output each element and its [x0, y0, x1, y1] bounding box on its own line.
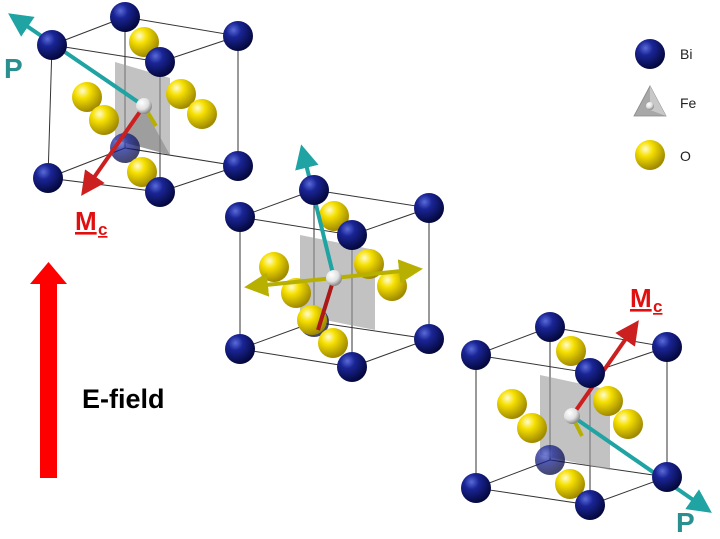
gray-tetrahedron-icon: [633, 85, 667, 117]
bi-atom: [535, 445, 565, 475]
o-rotation-arrow-left: [244, 272, 335, 297]
legend: Bi Fe O: [633, 39, 697, 170]
p-label-bottom: P: [676, 507, 695, 538]
unit-cell-bottom-right: [461, 312, 712, 520]
unit-cell-top-left: [8, 2, 253, 207]
bi-atoms: [225, 175, 444, 382]
p-arrow-bottom: [570, 414, 712, 513]
fe-atom: [564, 408, 580, 424]
p-label-top: P: [4, 53, 23, 84]
mc-label-bottom-sub: c: [653, 297, 662, 316]
mc-label-top-sub: c: [98, 220, 107, 239]
bi-atoms: [33, 2, 253, 207]
p-arrow-top: [8, 13, 146, 108]
bi-atoms: [461, 312, 682, 520]
efield-label: E-field: [82, 384, 165, 414]
legend-fe-label: Fe: [680, 95, 697, 111]
unit-cell-middle: [225, 144, 444, 382]
blue-sphere-icon: [635, 39, 665, 69]
efield-arrow: [30, 262, 67, 478]
mc-label-bottom-main: M: [630, 283, 652, 313]
mc-label-bottom: M c: [630, 283, 662, 316]
o-rotation-arrow-right: [333, 259, 423, 284]
o-atoms: [259, 201, 407, 358]
mc-arrow-middle: [316, 277, 336, 331]
legend-o-label: O: [680, 148, 691, 164]
mc-label-top-main: M: [75, 206, 97, 236]
yellow-sphere-icon: [635, 140, 665, 170]
fe-atom: [326, 270, 342, 286]
fe-atom: [136, 98, 152, 114]
o-atoms: [497, 336, 643, 499]
o-atoms: [72, 27, 217, 187]
mc-label-top: M c: [75, 206, 107, 239]
legend-bi-label: Bi: [680, 46, 692, 62]
mc-arrow-top: [81, 104, 146, 196]
